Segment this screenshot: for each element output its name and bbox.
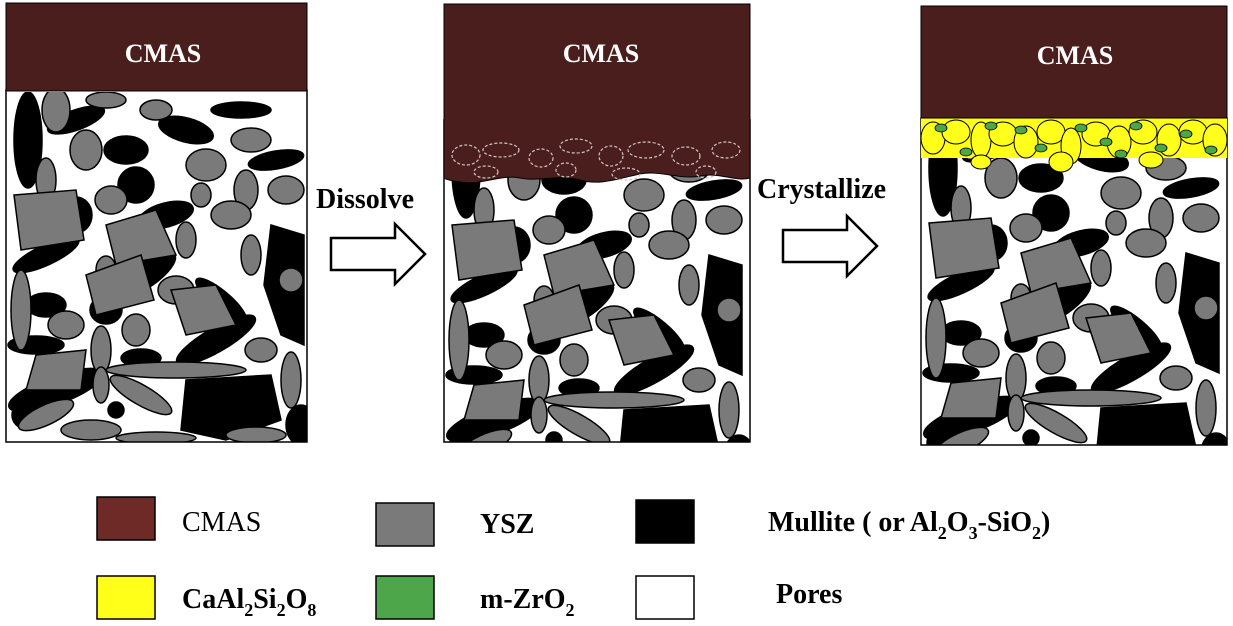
legend-swatch-ysz	[375, 502, 435, 547]
legend-label-pores: Pores	[776, 579, 842, 610]
arrow-dissolve-label: Dissolve	[316, 184, 414, 215]
legend-swatch-mullite	[635, 499, 695, 544]
legend-label-cmas: CMAS	[182, 507, 261, 538]
arrow-dissolve: Dissolve	[316, 184, 427, 288]
legend-swatch-m-zro2	[375, 575, 435, 620]
legend-label-ysz: YSZ	[480, 509, 534, 540]
legend-swatch-caal2si2o8	[96, 575, 156, 620]
legend: CMAS YSZ Mullite ( or Al2O3-SiO2) CaAl2S…	[96, 496, 1050, 620]
arrow-crystallize-label: Crystallize	[757, 174, 886, 205]
legend-label-m-zro2: m-ZrO2	[480, 584, 575, 620]
legend-label-caal2si2o8: CaAl2Si2O8	[182, 584, 316, 620]
panel-dissolve-cmas-label: CMAS	[563, 39, 640, 68]
panel-crystallize-microstructure	[921, 118, 1227, 445]
arrow-crystallize: Crystallize	[757, 174, 886, 280]
panel-initial-cmas-label: CMAS	[125, 39, 202, 68]
arrow-dissolve-shape	[329, 220, 427, 288]
arrow-crystallize-shape	[781, 212, 879, 280]
legend-label-mullite: Mullite ( or Al2O3-SiO2)	[768, 507, 1050, 543]
panel-initial-cmas-layer	[5, 2, 308, 92]
panel-dissolve-cmas-layer	[443, 3, 751, 184]
legend-swatch-pores	[635, 575, 695, 620]
legend-swatch-cmas	[96, 496, 156, 541]
panel-crystallize-cmas-layer	[920, 5, 1228, 119]
panel-crystallize-cmas-label: CMAS	[1037, 41, 1114, 70]
panel-initial-microstructure	[6, 92, 307, 442]
panel-crystallize: CMAS	[920, 5, 1228, 446]
panel-dissolve: CMAS	[443, 3, 751, 443]
panel-initial: CMAS	[5, 2, 308, 443]
